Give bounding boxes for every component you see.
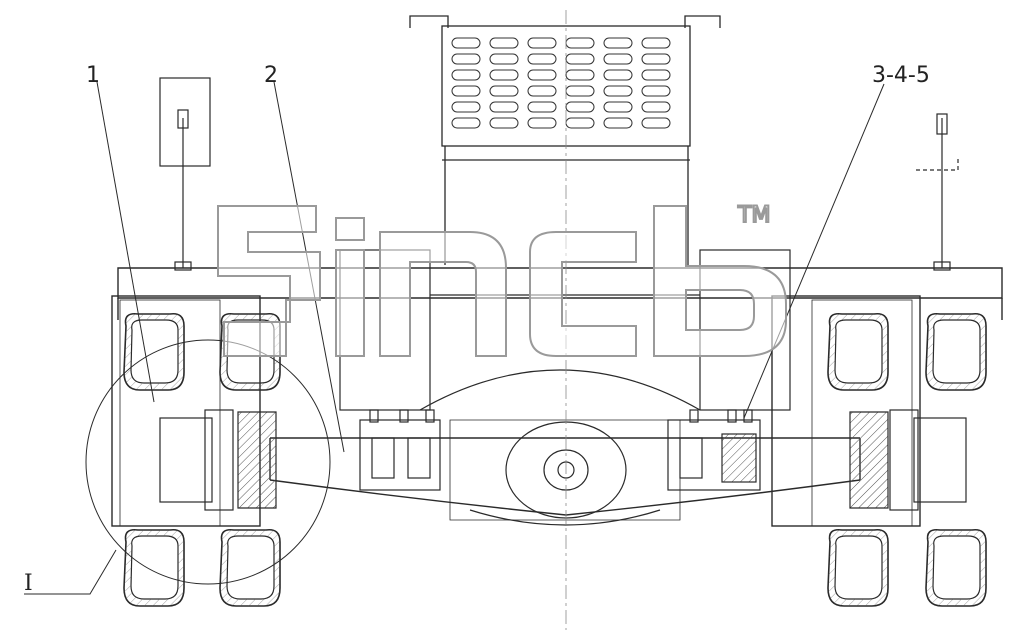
tire-right-bottom-inner <box>827 528 889 607</box>
grille-slot <box>565 37 595 49</box>
grille-slot <box>603 53 633 65</box>
tire-right-top-inner <box>827 312 889 391</box>
grille-slot <box>527 101 557 113</box>
grille-slot <box>641 117 671 129</box>
grille-slot <box>489 117 519 129</box>
watermark-logo <box>217 205 787 357</box>
tire-right-bottom-outer <box>925 528 987 607</box>
grille-slot <box>641 37 671 49</box>
grille-slot <box>565 101 595 113</box>
tire-left-bottom-inner <box>219 528 281 607</box>
spring-brackets <box>359 409 761 491</box>
tire-left-bottom-outer <box>123 528 185 607</box>
grille-slot <box>489 37 519 49</box>
grille-slot <box>603 117 633 129</box>
grille-slot <box>489 101 519 113</box>
callout-1: 1 <box>86 63 100 88</box>
tire-left-top-outer <box>123 312 185 391</box>
grille-slot <box>489 69 519 81</box>
grille-slot <box>641 101 671 113</box>
hub-right <box>849 409 967 511</box>
grille-slot <box>565 69 595 81</box>
callout-detail-I: I <box>24 571 33 596</box>
grille-slot <box>565 53 595 65</box>
mast-left <box>159 77 211 271</box>
grille-slot <box>451 101 481 113</box>
grille-slot <box>565 117 595 129</box>
grille-slot <box>527 37 557 49</box>
hub-left <box>159 409 277 511</box>
grille-slot <box>527 117 557 129</box>
grille-slot <box>527 53 557 65</box>
grille-slot <box>451 85 481 97</box>
grille-slot <box>527 85 557 97</box>
grille-slot <box>603 85 633 97</box>
grille-slot <box>603 69 633 81</box>
grille-slot <box>641 53 671 65</box>
grille-slot <box>603 101 633 113</box>
callout-2: 2 <box>264 63 278 88</box>
grille-slot <box>451 53 481 65</box>
grille-slot <box>451 37 481 49</box>
grille-slot <box>451 69 481 81</box>
grille-slot <box>641 85 671 97</box>
tire-right-top-outer <box>925 312 987 391</box>
grille-slot <box>603 37 633 49</box>
detail-circle <box>85 339 331 585</box>
grille <box>451 37 671 129</box>
callout-3-4-5: 3-4-5 <box>872 63 930 88</box>
grille-slot <box>451 117 481 129</box>
grille-slot <box>641 69 671 81</box>
grille-slot <box>527 69 557 81</box>
grille-slot <box>565 85 595 97</box>
grille-slot <box>489 53 519 65</box>
grille-slot <box>489 85 519 97</box>
watermark-tm: TM <box>737 203 770 228</box>
mast-right <box>916 113 959 271</box>
